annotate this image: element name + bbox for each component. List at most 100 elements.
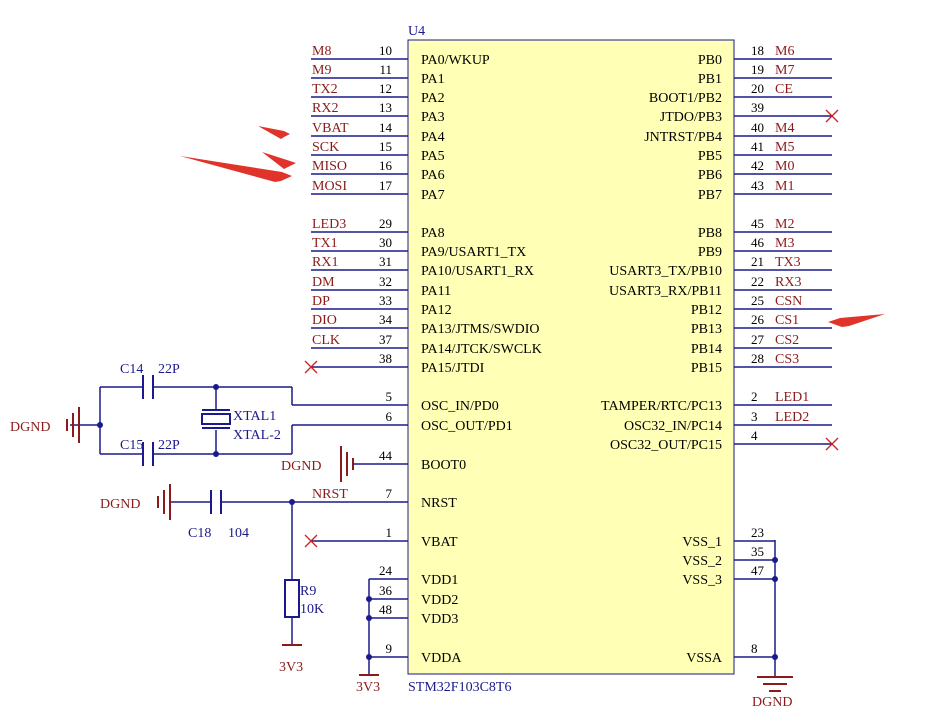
- power-3v3-r9: 3V3: [279, 660, 303, 675]
- net-label: RX2: [312, 101, 338, 116]
- reset-circuit: [170, 501, 408, 645]
- pin-number: 41: [751, 139, 764, 154]
- net-label: MISO: [312, 159, 347, 174]
- xtal-value: XTAL-2: [233, 428, 281, 443]
- net-label: M1: [775, 179, 794, 194]
- pin-name: VDDA: [421, 651, 462, 666]
- xtal-ref: XTAL1: [233, 409, 276, 424]
- junction-dot: [97, 422, 103, 428]
- junction-dot: [772, 654, 778, 660]
- pin-number: 6: [386, 409, 393, 424]
- net-label: TX3: [775, 255, 801, 270]
- pin-number: 48: [379, 602, 392, 617]
- pin-number: 3: [751, 409, 758, 424]
- pin-number: 21: [751, 254, 764, 269]
- pin-number: 10: [379, 43, 392, 58]
- pin-number: 25: [751, 293, 764, 308]
- pin-number: 18: [751, 43, 764, 58]
- net-label: M8: [312, 44, 331, 59]
- no-connect-marker: [825, 437, 839, 451]
- pin-number: 12: [379, 81, 392, 96]
- resistor-r9[interactable]: [284, 579, 300, 618]
- net-label: LED3: [312, 217, 346, 232]
- dgnd-symbol-nrst: [157, 484, 171, 520]
- pin-name: PA13/JTMS/SWDIO: [421, 322, 540, 337]
- pin-name: PA9/USART1_TX: [421, 245, 526, 260]
- capacitor-c14[interactable]: [142, 375, 154, 399]
- pin-number: 13: [379, 100, 392, 115]
- pin-name: PB6: [698, 168, 722, 183]
- pin-name: PA10/USART1_RX: [421, 264, 534, 279]
- pin-number: 43: [751, 178, 764, 193]
- chip-designator: U4: [408, 24, 425, 39]
- capacitor-c15[interactable]: [142, 442, 154, 466]
- pin-name: OSC_OUT/PD1: [421, 419, 513, 434]
- junction-dot: [772, 557, 778, 563]
- chip-body[interactable]: [407, 39, 735, 675]
- pin-name: VBAT: [421, 535, 458, 550]
- c14-ref: C14: [120, 362, 143, 377]
- pin-name: USART3_RX/PB11: [609, 284, 722, 299]
- pin-number: 1: [386, 525, 393, 540]
- pin-name: PA12: [421, 303, 452, 318]
- net-label: CSN: [775, 294, 802, 309]
- net-label: CS3: [775, 352, 799, 367]
- c15-ref: C15: [120, 438, 143, 453]
- crystal-xtal1[interactable]: [201, 409, 231, 429]
- capacitor-c18[interactable]: [210, 490, 222, 514]
- c14-value: 22P: [158, 362, 180, 377]
- pin-name: NRST: [421, 496, 457, 511]
- net-label: M9: [312, 63, 331, 78]
- pin-name: JNTRST/PB4: [644, 130, 722, 145]
